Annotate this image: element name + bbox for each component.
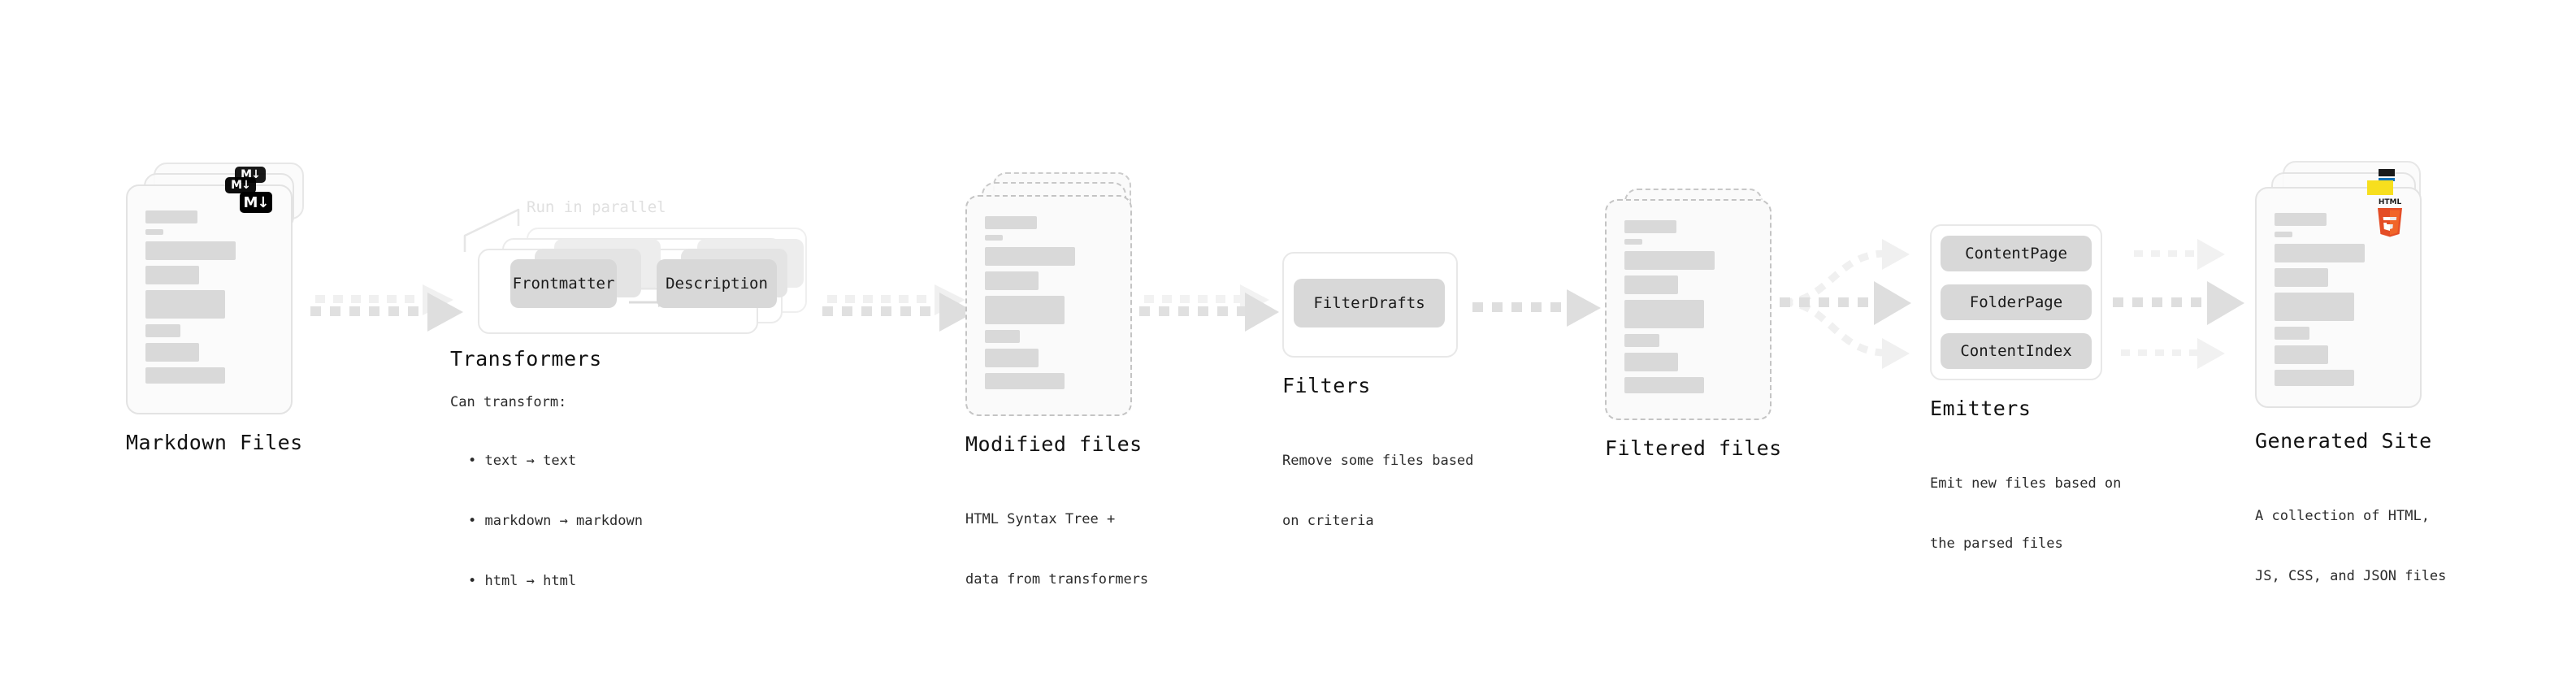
skeleton-line	[1624, 377, 1704, 393]
skeleton-line	[145, 229, 163, 235]
subtitle-line: Remove some files based	[1282, 453, 1474, 470]
skeleton-line	[985, 235, 1003, 241]
skeleton-line	[985, 271, 1039, 290]
subtitle-line: on criteria	[1282, 513, 1374, 530]
filtered-file-stack	[1605, 189, 1792, 432]
skeleton-line	[145, 324, 180, 337]
stage-title: Filters	[1282, 374, 1371, 397]
connector-arrow	[310, 284, 463, 332]
skeleton-line	[985, 216, 1037, 229]
subtitle-line: the parsed files	[1930, 536, 2063, 553]
emitter-chip-contentpage[interactable]: ContentPage	[1941, 236, 2092, 271]
subtitle-line: A collection of HTML,	[2255, 508, 2430, 525]
stage-subtitle: Remove some files based on criteria	[1282, 411, 1473, 571]
skeleton-line	[985, 373, 1065, 389]
file-sheet-front	[1605, 199, 1772, 420]
stage-subtitle: HTML Syntax Tree + data from transformer…	[965, 470, 1148, 630]
skeleton-line	[2275, 213, 2327, 226]
stage-title: Filtered files	[1605, 436, 1782, 460]
bullet-item: • markdown → markdown	[468, 513, 643, 530]
skeleton-line	[2275, 345, 2328, 364]
filter-chip-filterdrafts[interactable]: FilterDrafts	[1294, 279, 1445, 327]
connector-arrow	[1139, 284, 1279, 332]
file-sheet-front	[965, 195, 1132, 416]
stage-subtitle: A collection of HTML, JS, CSS, and JSON …	[2255, 466, 2446, 627]
skeleton-line	[1624, 275, 1678, 294]
skeleton-line	[2275, 268, 2328, 287]
emitter-chip-contentindex[interactable]: ContentIndex	[1941, 333, 2092, 369]
js-icon	[2367, 180, 2393, 195]
stage-markdown-files: M↓ M↓ M↓ Markdown Files	[126, 163, 313, 454]
skeleton-line	[985, 247, 1075, 266]
skeleton-line	[1624, 334, 1659, 347]
stage-title: Transformers	[450, 347, 602, 371]
emitter-chip-folderpage[interactable]: FolderPage	[1941, 284, 2092, 320]
skeleton-line	[2275, 327, 2309, 340]
skeleton-line	[1624, 353, 1678, 371]
parallel-bracket	[463, 208, 520, 252]
connector-arrow-group	[2113, 239, 2244, 369]
svg-text:HTML: HTML	[2379, 198, 2402, 206]
bullet-item: • text → text	[468, 453, 577, 470]
skeleton-line	[145, 241, 236, 260]
transformer-chip-frontmatter[interactable]: Frontmatter	[510, 259, 617, 308]
stage-title: Markdown Files	[126, 431, 303, 454]
stage-generated-site: HTML Generated Site A collection of HTML…	[2255, 161, 2450, 584]
markdown-file-stack: M↓ M↓ M↓	[126, 163, 313, 414]
skeleton-line	[985, 349, 1039, 367]
connector-arrow	[822, 284, 975, 332]
connector-arrow	[1472, 289, 1601, 327]
subtitle-line: HTML Syntax Tree +	[965, 511, 1116, 528]
skeleton-line	[145, 210, 197, 223]
stage-subtitle: Emit new files based on the parsed files	[1930, 434, 2121, 594]
skeleton-line	[2275, 244, 2365, 262]
stage-filtered-files: Filtered files	[1605, 189, 1792, 460]
skeleton-line	[985, 296, 1065, 324]
stage-title: Modified files	[965, 432, 1143, 456]
stage-title: Generated Site	[2255, 429, 2432, 453]
stage-modified-files: Modified files HTML Syntax Tree + data f…	[965, 172, 1152, 588]
subtitle-line: Emit new files based on	[1930, 475, 2122, 492]
skeleton-line	[145, 367, 225, 384]
skeleton-line	[145, 290, 225, 319]
skeleton-line	[145, 266, 199, 284]
markdown-icon: M↓	[225, 177, 256, 193]
skeleton-line	[1624, 300, 1704, 328]
stage-title: Emitters	[1930, 397, 2032, 420]
html5-icon: HTML	[2378, 198, 2402, 237]
skeleton-line	[1624, 239, 1642, 245]
skeleton-line	[2275, 293, 2354, 321]
css-icon	[2379, 169, 2395, 181]
file-sheet-front	[126, 184, 293, 414]
stage-bullet-list: • text → text • markdown → markdown • ht…	[468, 411, 643, 631]
subtitle-line: JS, CSS, and JSON files	[2255, 568, 2447, 585]
skeleton-line	[2275, 232, 2292, 237]
connector-fanout-arrow	[1780, 239, 1911, 369]
skeleton-line	[2275, 370, 2354, 386]
skeleton-line	[1624, 220, 1676, 233]
skeleton-line	[145, 343, 199, 362]
subtitle-line: data from transformers	[965, 571, 1149, 588]
parallel-label: Run in parallel	[527, 198, 666, 216]
markdown-icon: M↓	[240, 192, 272, 213]
transformer-chip-description[interactable]: Description	[657, 259, 777, 308]
skeleton-line	[1624, 251, 1715, 270]
stage-subtitle-heading: Can transform:	[450, 394, 567, 410]
generated-file-stack: HTML	[2255, 161, 2450, 421]
skeleton-line	[985, 330, 1020, 343]
modified-file-stack	[965, 172, 1152, 424]
bullet-item: • html → html	[468, 573, 577, 590]
